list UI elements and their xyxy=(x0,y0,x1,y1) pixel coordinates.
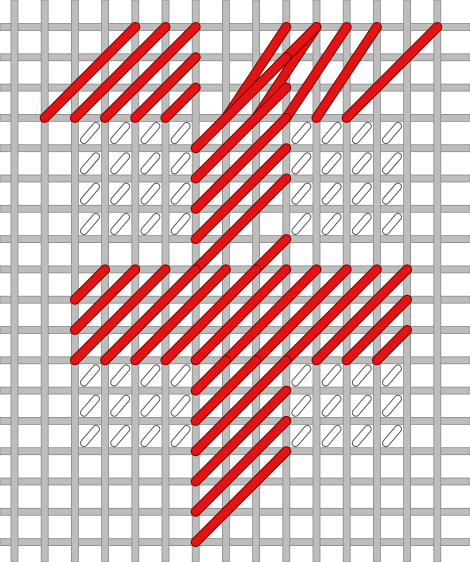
vertical-thread xyxy=(404,0,411,562)
vertical-thread xyxy=(434,0,441,562)
vertical-thread xyxy=(11,0,18,562)
vertical-thread xyxy=(41,0,48,562)
horizontal-thread xyxy=(0,24,470,31)
horizontal-thread xyxy=(0,539,470,546)
